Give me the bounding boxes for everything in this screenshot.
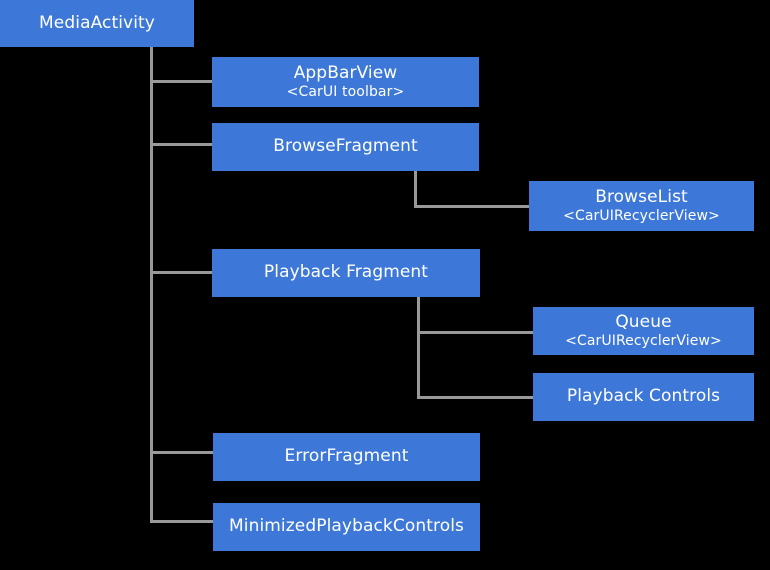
connector-playback-fragment-to-playback-controls [417, 396, 535, 399]
node-minimized-playback-controls-title: MinimizedPlaybackControls [228, 516, 464, 537]
node-playback-controls-title: Playback Controls [566, 386, 721, 407]
node-playback-controls[interactable]: Playback Controls [533, 373, 754, 421]
connector-media-activity-to-error-fragment [150, 451, 215, 454]
connector-playback-fragment-to-queue [417, 331, 535, 334]
node-media-activity[interactable]: MediaActivity [0, 0, 194, 47]
node-browse-fragment-title: BrowseFragment [273, 136, 418, 157]
node-browse-fragment[interactable]: BrowseFragment [212, 123, 479, 171]
connector-trunk-playback-fragment [417, 297, 420, 399]
node-minimized-playback-controls[interactable]: MinimizedPlaybackControls [213, 503, 480, 551]
node-error-fragment[interactable]: ErrorFragment [213, 433, 480, 481]
node-app-bar-view[interactable]: AppBarView <CarUI toolbar> [212, 57, 479, 107]
node-error-fragment-title: ErrorFragment [284, 446, 409, 467]
node-playback-fragment-title: Playback Fragment [263, 262, 429, 283]
node-browse-list[interactable]: BrowseList <CarUIRecyclerView> [529, 181, 754, 231]
connector-trunk-browse-fragment [414, 171, 417, 208]
node-media-activity-title: MediaActivity [39, 12, 155, 33]
node-queue[interactable]: Queue <CarUIRecyclerView> [533, 307, 754, 355]
connector-trunk-main [150, 47, 153, 523]
node-browse-list-subtitle: <CarUIRecyclerView> [563, 208, 720, 225]
node-playback-fragment[interactable]: Playback Fragment [212, 249, 480, 297]
node-browse-list-title: BrowseList [595, 186, 688, 207]
connector-media-activity-to-minimized-playback-controls [150, 520, 215, 523]
connector-media-activity-to-app-bar-view [150, 80, 214, 83]
node-queue-subtitle: <CarUIRecyclerView> [565, 333, 722, 350]
connector-media-activity-to-browse-fragment [150, 143, 214, 146]
node-app-bar-view-subtitle: <CarUI toolbar> [286, 84, 405, 101]
connector-browse-fragment-to-browse-list [414, 205, 531, 208]
node-queue-title: Queue [615, 311, 672, 332]
node-app-bar-view-title: AppBarView [293, 62, 398, 83]
connector-media-activity-to-playback-fragment [150, 271, 214, 274]
